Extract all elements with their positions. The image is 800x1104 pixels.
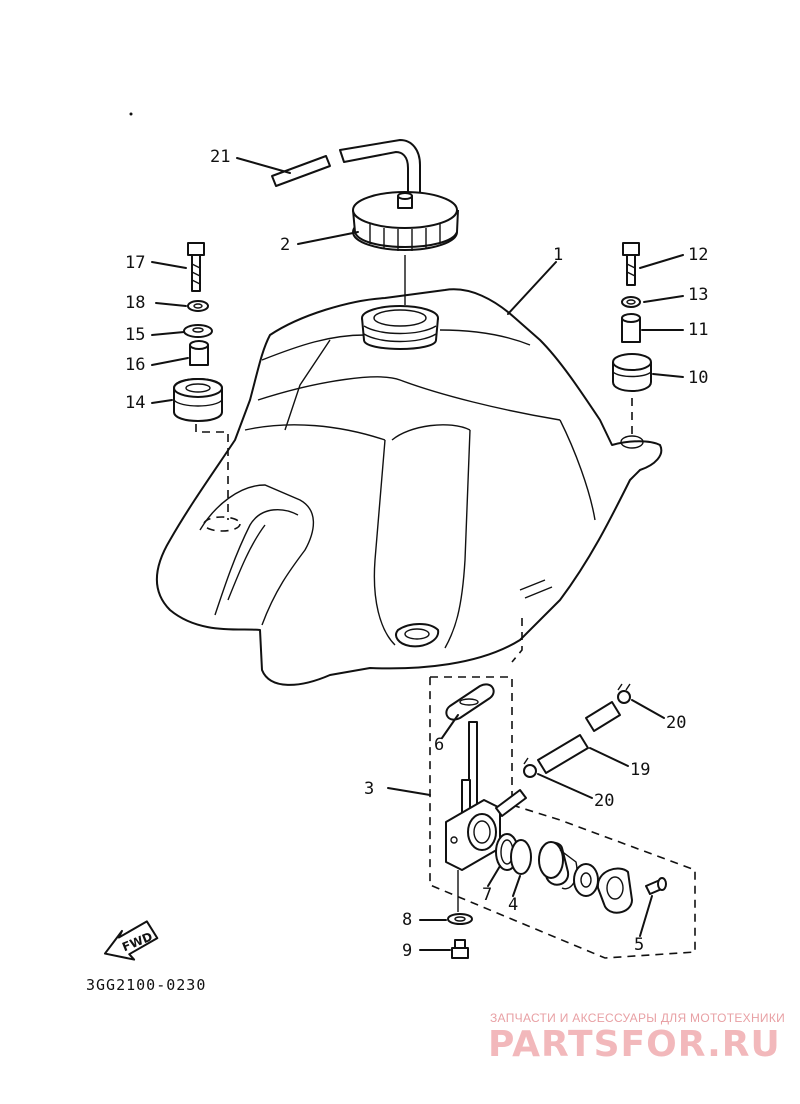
callout-11: 11 bbox=[688, 320, 708, 340]
callout-14: 14 bbox=[125, 393, 145, 413]
hose-clip-lower bbox=[523, 757, 537, 778]
callout-19: 19 bbox=[630, 760, 650, 780]
callout-4: 4 bbox=[508, 895, 518, 915]
callout-2: 2 bbox=[280, 235, 290, 255]
leader-lines bbox=[151, 157, 684, 951]
callout-8: 8 bbox=[402, 910, 412, 930]
right-damper bbox=[612, 353, 652, 392]
callout-13: 13 bbox=[688, 285, 708, 305]
watermark: ЗАПЧАСТИ И АКСЕССУАРЫ ДЛЯ МОТОТЕХНИКИ PA… bbox=[488, 1011, 785, 1065]
callout-17: 17 bbox=[125, 253, 145, 273]
callout-9: 9 bbox=[402, 941, 412, 961]
callout-18: 18 bbox=[125, 293, 145, 313]
fuel-cock-assembly bbox=[429, 618, 696, 959]
callout-12: 12 bbox=[688, 245, 708, 265]
left-lock-washer bbox=[187, 300, 209, 312]
callout-10: 10 bbox=[688, 368, 708, 388]
callout-5: 5 bbox=[634, 935, 644, 955]
stray-dot bbox=[129, 112, 133, 116]
packing bbox=[510, 839, 532, 875]
left-grommet bbox=[173, 378, 223, 422]
callout-21: 21 bbox=[210, 147, 230, 167]
lever-plate bbox=[573, 863, 599, 897]
fwd-arrow-icon: FWD bbox=[103, 920, 159, 961]
right-lock-washer bbox=[621, 296, 641, 308]
callout-labels: 21 2 17 18 15 16 14 1 12 13 11 10 6 3 7 … bbox=[125, 147, 708, 961]
callout-16: 16 bbox=[125, 355, 145, 375]
cover-plate bbox=[596, 867, 633, 914]
watermark-logo: PARTSFOR.RU bbox=[488, 1024, 781, 1065]
cock-screw bbox=[645, 877, 667, 895]
callout-20-upper: 20 bbox=[666, 713, 686, 733]
drain-washer bbox=[447, 913, 473, 925]
drain-screw bbox=[451, 939, 469, 959]
fuel-cap bbox=[352, 191, 459, 305]
left-mount-bolt bbox=[187, 242, 205, 292]
callout-15: 15 bbox=[125, 325, 145, 345]
left-washer bbox=[183, 324, 213, 338]
breather-hose bbox=[271, 139, 421, 201]
callout-6: 6 bbox=[434, 735, 444, 755]
callout-1: 1 bbox=[553, 245, 563, 265]
hose-clip-upper bbox=[617, 683, 631, 704]
diagram-code: 3GG2100-0230 bbox=[86, 976, 206, 994]
fuel-hose bbox=[537, 701, 621, 774]
right-mount-bolt bbox=[622, 242, 640, 286]
valve-lever bbox=[538, 841, 578, 890]
callout-7: 7 bbox=[482, 885, 492, 905]
callout-3: 3 bbox=[364, 779, 374, 799]
callout-20-lower: 20 bbox=[594, 791, 614, 811]
watermark-tagline: ЗАПЧАСТИ И АКСЕССУАРЫ ДЛЯ МОТОТЕХНИКИ bbox=[490, 1011, 785, 1025]
right-collar bbox=[621, 313, 641, 343]
fuel-tank bbox=[155, 288, 663, 686]
left-collar bbox=[189, 340, 209, 366]
